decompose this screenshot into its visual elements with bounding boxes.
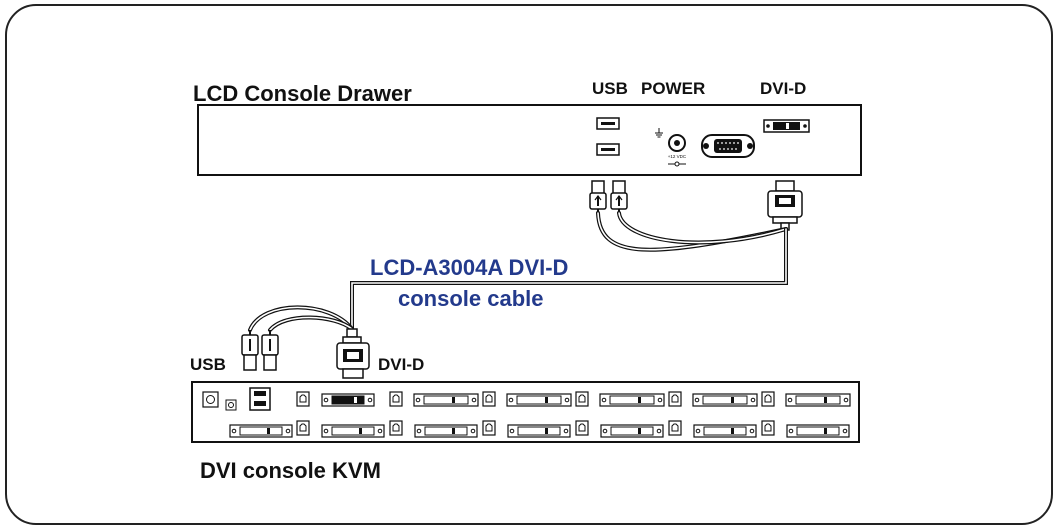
dvi-top-label: DVI-D (760, 79, 806, 98)
usb-b-port-icon (668, 420, 682, 436)
usb-plug-icon (241, 330, 259, 371)
usb-port-icon (596, 143, 620, 156)
dvi-port-icon (507, 424, 571, 438)
vga-port-icon (701, 134, 755, 158)
usb-b-port-icon (575, 391, 589, 407)
dvi-port-icon (692, 393, 758, 407)
usb-b-port-icon (575, 420, 589, 436)
dvi-port-icon (786, 424, 850, 438)
usb-b-port-icon (761, 391, 775, 407)
usb-b-port-icon (761, 420, 775, 436)
usb-b-port-icon (482, 391, 496, 407)
lcd-drawer-title: LCD Console Drawer (193, 81, 412, 106)
dvi-port-icon (785, 393, 851, 407)
cable-bundle (248, 211, 788, 332)
usb-b-port-icon (482, 420, 496, 436)
cable-label-line1: LCD-A3004A DVI-D (370, 255, 568, 280)
usb-top-label: USB (592, 79, 628, 98)
dvi-port-icon (506, 393, 572, 407)
kvm-port-group (202, 387, 851, 438)
kvm-title: DVI console KVM (200, 458, 381, 483)
usb-b-port-icon (296, 420, 310, 436)
usb-port-icon (596, 117, 620, 130)
usb-b-port-icon (296, 391, 310, 407)
usb-port-icon (249, 387, 271, 411)
dvi-port-icon (413, 393, 479, 407)
power-voltage-label: +12 VDC (668, 154, 687, 159)
usb-bottom-label: USB (190, 355, 226, 374)
ground-symbol-icon (655, 128, 663, 138)
diagram-frame (5, 4, 1053, 525)
usb-plug-icon (261, 330, 279, 371)
cable-label-line2: console cable (398, 286, 544, 311)
dvi-port-icon (321, 424, 385, 438)
dvi-port-icon (693, 424, 757, 438)
usb-b-port-icon (389, 420, 403, 436)
dvi-port-icon (763, 119, 810, 133)
power-label: POWER (641, 79, 705, 98)
usb-b-port-icon (668, 391, 682, 407)
dvi-plug-icon (336, 328, 370, 379)
usb-plug-icon (589, 180, 607, 213)
dvi-port-icon (600, 424, 664, 438)
dvi-port-icon (414, 424, 478, 438)
power-jack-icon (668, 134, 686, 167)
audio-jack-icon (225, 399, 237, 411)
power-jack-icon (202, 391, 219, 408)
dvi-port-icon (599, 393, 665, 407)
lcd-drawer-panel (197, 104, 862, 176)
dvi-bottom-label: DVI-D (378, 355, 424, 374)
usb-plug-icon (610, 180, 628, 213)
usb-b-port-icon (389, 391, 403, 407)
dvi-port-icon (229, 424, 293, 438)
dvi-plug-icon (767, 180, 803, 231)
dvi-port-icon (321, 393, 375, 407)
